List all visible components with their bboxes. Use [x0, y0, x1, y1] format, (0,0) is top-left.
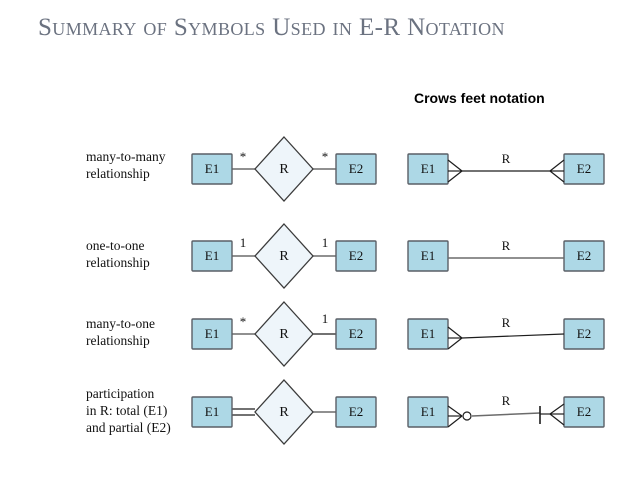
entity-box-e1[interactable] — [191, 318, 233, 350]
cardinality-right: * — [322, 149, 329, 164]
entity-box-e2[interactable] — [335, 396, 377, 428]
entity-box-e2[interactable] — [335, 318, 377, 350]
chen-diagram-one-to-one: E1 R E2 1 1 — [190, 220, 378, 292]
crows-foot-icon-left — [447, 326, 463, 350]
relationship-connector — [471, 412, 541, 417]
entity-label-e2: E2 — [577, 161, 591, 176]
relationship-diamond-r[interactable] — [254, 136, 314, 202]
entity-box-e1[interactable] — [407, 153, 449, 185]
entity-label-e2: E2 — [349, 404, 363, 419]
entity-label-e1: E1 — [421, 326, 435, 341]
entity-box-e2[interactable] — [563, 153, 605, 185]
entity-box-e1[interactable] — [407, 396, 449, 428]
cardinality-right: 1 — [322, 235, 329, 250]
entity-box-e2[interactable] — [335, 240, 377, 272]
relationship-diamond-r[interactable] — [254, 379, 314, 445]
entity-label-e1: E1 — [421, 161, 435, 176]
entity-label-e2: E2 — [349, 248, 363, 263]
crows-feet-section-heading: Crows feet notation — [414, 90, 545, 106]
crows-foot-icon-left — [447, 159, 463, 183]
entity-box-e1[interactable] — [191, 153, 233, 185]
entity-label-e1: E1 — [421, 248, 435, 263]
entity-label-e2: E2 — [577, 404, 591, 419]
entity-box-e2[interactable] — [335, 153, 377, 185]
chen-diagram-many-to-one: E1 R E2 * 1 — [190, 298, 378, 370]
entity-box-e1[interactable] — [407, 240, 449, 272]
row-label-many-to-many: many-to-many relationship — [86, 149, 166, 181]
row-label-one-to-one: one-to-one relationship — [86, 238, 150, 270]
relationship-label-r: R — [279, 249, 289, 264]
chen-diagram-many-to-many: E1 R E2 * * — [190, 133, 378, 205]
entity-label-e2: E2 — [577, 248, 591, 263]
relationship-label-r: R — [279, 327, 289, 342]
entity-label-e2: E2 — [349, 161, 363, 176]
relationship-label-r: R — [502, 393, 511, 408]
crowsfeet-diagram-one-to-one: E1 E2 R — [406, 220, 606, 292]
entity-label-e1: E1 — [205, 404, 219, 419]
entity-label-e2: E2 — [577, 326, 591, 341]
crows-foot-icon-right — [549, 403, 565, 426]
crows-foot-icon-left — [447, 405, 463, 428]
relationship-label-r: R — [502, 238, 511, 253]
entity-label-e1: E1 — [205, 161, 219, 176]
entity-label-e1: E1 — [205, 248, 219, 263]
cardinality-left: * — [240, 149, 247, 164]
row-label-many-to-one: many-to-one relationship — [86, 316, 155, 348]
crowsfeet-diagram-many-to-one: E1 E2 R — [406, 298, 606, 370]
relationship-label-r: R — [279, 405, 289, 420]
relationship-diamond-r[interactable] — [254, 223, 314, 289]
cardinality-right: 1 — [322, 311, 329, 326]
page-title: Summary of Symbols Used in E-R Notation — [38, 14, 505, 41]
crows-foot-icon-right — [549, 159, 565, 183]
chen-diagram-participation: E1 R E2 — [190, 376, 378, 448]
relationship-label-r: R — [502, 315, 511, 330]
relationship-diamond-r[interactable] — [254, 301, 314, 367]
entity-label-e1: E1 — [421, 404, 435, 419]
cardinality-left: * — [240, 314, 247, 329]
entity-box-e2[interactable] — [563, 240, 605, 272]
relationship-connector — [461, 333, 565, 339]
optional-ring-icon-left — [462, 411, 472, 421]
crowsfeet-diagram-many-to-many: E1 E2 R — [406, 133, 606, 205]
entity-box-e1[interactable] — [407, 318, 449, 350]
entity-box-e2[interactable] — [563, 396, 605, 428]
entity-label-e2: E2 — [349, 326, 363, 341]
row-label-participation: participation in R: total (E1) and parti… — [86, 386, 171, 435]
relationship-label-r: R — [279, 162, 289, 177]
cardinality-left: 1 — [240, 235, 247, 250]
entity-box-e1[interactable] — [191, 396, 233, 428]
relationship-label-r: R — [502, 151, 511, 166]
entity-label-e1: E1 — [205, 326, 219, 341]
crowsfeet-diagram-participation: E1 E2 R — [406, 376, 606, 448]
entity-box-e1[interactable] — [191, 240, 233, 272]
